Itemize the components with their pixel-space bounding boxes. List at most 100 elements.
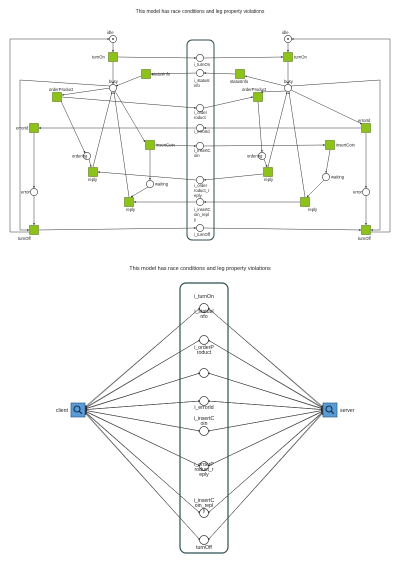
arc-left-reply1-busy xyxy=(92,91,113,168)
right-place-error[interactable] xyxy=(362,188,370,196)
top-interface-place-i_insertCoin_reply[interactable] xyxy=(196,198,204,206)
arc-interface-to-server-0 xyxy=(207,307,324,408)
left-transition-turnOff[interactable] xyxy=(29,225,39,235)
left-place-error[interactable] xyxy=(30,188,38,196)
right-label-ordering: ordering xyxy=(247,154,263,159)
left-transition-reply-1[interactable] xyxy=(88,167,98,177)
arc-right-iface-insertCoin xyxy=(203,144,326,147)
arc-left-turnOff-iface xyxy=(38,227,197,231)
left-label-busy: busy xyxy=(109,79,119,84)
right-label-error: error xyxy=(353,190,362,195)
top-interface-label-i_turnOff: i_turnOff xyxy=(194,232,211,237)
arc-right-iface-turnOn xyxy=(203,56,284,59)
arc-right-busy-errorId xyxy=(290,89,363,125)
left-label-waiting: waiting xyxy=(155,182,169,187)
left-place-ordering[interactable] xyxy=(83,152,91,160)
arc-left-orderProduct-iface xyxy=(61,96,197,109)
arc-right-statusInfo-iface xyxy=(203,72,236,75)
left-transition-errorId[interactable] xyxy=(29,123,39,133)
top-interface-place-i_orderProduct_reply[interactable] xyxy=(196,176,204,184)
top-interface-place-i_statusInfo[interactable] xyxy=(196,69,204,77)
arc-left-turnOn-iface xyxy=(117,56,197,59)
right-label-orderProduct: orderProduct xyxy=(242,87,267,92)
left-transition-statusInfo[interactable] xyxy=(141,69,151,79)
arc-right-busy-turnOff xyxy=(290,79,381,231)
left-transition-insertCoin[interactable] xyxy=(145,140,155,150)
bottom-interface-place-2[interactable] xyxy=(199,368,209,378)
right-label-turnOn: turnOn xyxy=(294,55,307,60)
bottom-interface-place-7[interactable] xyxy=(199,535,209,545)
left-label-statusInfo: statusInfo xyxy=(152,72,171,77)
right-label-reply1: reply xyxy=(264,177,274,182)
arc-right-reply2-busy xyxy=(288,91,306,198)
bottom-interface-label-0: i_turnOn xyxy=(194,294,214,300)
right-label-busy: busy xyxy=(284,79,294,84)
right-transition-reply-2[interactable] xyxy=(300,197,310,207)
arc-left-waiting-reply2 xyxy=(130,186,149,198)
right-transition-turnOn[interactable] xyxy=(283,52,293,62)
top-diagram-title: This model has race conditions and leg p… xyxy=(135,9,265,15)
right-transition-statusInfo[interactable] xyxy=(235,69,245,79)
left-place-waiting[interactable] xyxy=(146,180,154,188)
bottom-interface-place-0[interactable] xyxy=(199,303,209,313)
left-place-busy[interactable] xyxy=(109,84,117,92)
right-transition-orderProduct[interactable] xyxy=(253,92,263,102)
right-place-waiting[interactable] xyxy=(322,173,330,181)
left-label-orderProduct: orderProduct xyxy=(49,87,74,92)
left-label-reply1: reply xyxy=(88,177,98,182)
bottom-interface-box xyxy=(179,282,229,554)
top-interface-label-i_turnOn: i_turnOn xyxy=(194,62,211,67)
arc-left-ordering-reply xyxy=(88,158,92,168)
top-interface-place-i_errorId[interactable] xyxy=(196,124,204,132)
right-transition-reply-1[interactable] xyxy=(263,167,273,177)
right-place-ordering[interactable] xyxy=(258,152,266,160)
server-component-search-icon xyxy=(325,405,333,413)
right-place-busy[interactable] xyxy=(284,84,292,92)
arc-left-iface-statusInfo xyxy=(150,72,197,75)
top-interface-place-i_turnOff[interactable] xyxy=(196,224,204,232)
right-transition-turnOff[interactable] xyxy=(361,225,371,235)
arc-left-insertCoin-iface xyxy=(154,144,197,147)
arc-interface-to-server-6 xyxy=(207,412,324,514)
arc-left-statusInfo-busy xyxy=(115,75,142,87)
bottom-interface-place-1[interactable] xyxy=(199,335,209,345)
server-component[interactable] xyxy=(322,402,338,418)
client-component[interactable] xyxy=(70,402,86,418)
right-transition-errorId[interactable] xyxy=(361,123,371,133)
arc-interface-to-server-2 xyxy=(207,372,324,410)
left-transition-turnOn[interactable] xyxy=(108,52,118,62)
arc-right-iface-orderProduct xyxy=(203,96,254,109)
right-transition-insertCoin[interactable] xyxy=(325,140,335,150)
top-interface-place-i_turnOn[interactable] xyxy=(196,54,204,62)
arc-interface-to-client-5 xyxy=(84,411,201,467)
bottom-interface-place-4[interactable] xyxy=(199,426,209,436)
arc-interface-to-server-7 xyxy=(207,412,324,541)
right-label-statusInfo: statusInfo xyxy=(230,79,249,84)
left-label-ordering: ordering xyxy=(72,154,88,159)
arc-right-turnOff-idle xyxy=(291,38,391,233)
arc-right-reply1-iface xyxy=(203,173,264,181)
left-label-turnOff: turnOff xyxy=(18,236,32,241)
left-transition-orderProduct[interactable] xyxy=(52,92,62,102)
top-interface-place-i_orderProduct[interactable] xyxy=(196,104,204,112)
left-place-idle-token xyxy=(112,38,114,40)
left-transition-reply-2[interactable] xyxy=(124,197,134,207)
bottom-interface-place-3[interactable] xyxy=(199,396,209,406)
top-interface-place-i_insertCoin[interactable] xyxy=(196,142,204,150)
bottom-interface-place-5[interactable] xyxy=(199,461,209,471)
left-label-insertCoin: insertCoin xyxy=(156,143,176,148)
bottom-interface-place-6[interactable] xyxy=(199,508,209,518)
top-interface-box xyxy=(186,39,215,241)
arc-left-busy-turnOff xyxy=(19,79,111,231)
arc-left-iface-reply1 xyxy=(97,171,197,181)
client-component-search-icon-handle xyxy=(78,410,83,415)
client-component-label: client xyxy=(56,408,69,414)
left-label-reply2: reply xyxy=(126,207,136,212)
